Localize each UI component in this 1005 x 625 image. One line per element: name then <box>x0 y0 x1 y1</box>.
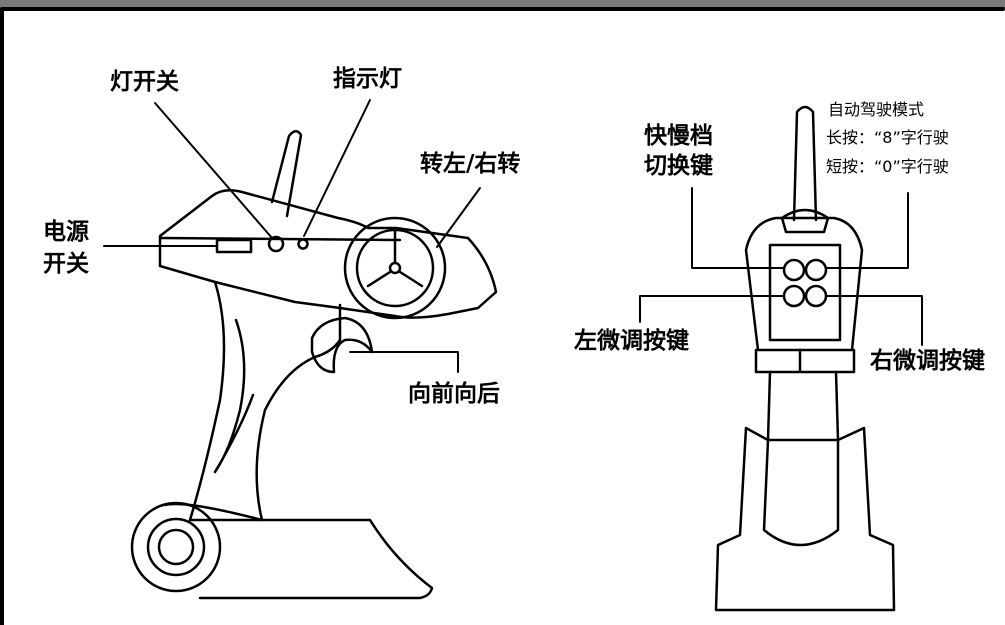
short-press-text: 短按：“0”字行驶 <box>826 157 949 176</box>
steering-wheel-spokes <box>366 230 424 288</box>
light-switch-button <box>267 235 285 253</box>
side-base <box>163 502 434 600</box>
leader-left-trim <box>639 295 785 323</box>
power-switch-slot <box>215 238 253 254</box>
light-switch-label: 灯开关 <box>110 69 179 95</box>
steering-wheel-rim <box>343 216 447 320</box>
steering-wheel-hub <box>388 261 402 275</box>
frame-border <box>0 7 1005 625</box>
speed-switch-label-line2: 切换键 <box>644 153 713 179</box>
long-press-text: 长按：“8”字行驶 <box>826 128 949 147</box>
front-body <box>766 370 840 442</box>
front-antenna-base <box>780 208 830 234</box>
top-frame-band <box>0 0 1005 9</box>
speed-switch-label-line1: 快慢档 <box>644 123 713 149</box>
leader-auto-drive <box>825 192 909 269</box>
auto-mode-title: 自动驾驶模式 <box>828 100 925 119</box>
side-antenna <box>270 130 303 218</box>
forward-backward-label: 向前向后 <box>408 381 500 407</box>
indicator-light <box>297 238 309 250</box>
front-neck <box>754 348 856 374</box>
left-trim-label: 左微调按键 <box>574 328 689 354</box>
side-view-transmitter <box>130 130 498 600</box>
trigger <box>310 316 374 374</box>
leader-right-trim <box>825 295 923 346</box>
front-button-panel <box>768 243 842 342</box>
base-wheel-inner <box>157 528 195 566</box>
right-trim-label: 右微调按键 <box>870 348 985 374</box>
turn-label: 转左/右转 <box>420 151 521 177</box>
front-base-inner <box>762 438 840 547</box>
power-switch-label-line2: 开关 <box>43 251 89 277</box>
grip-inner-curve <box>213 318 255 474</box>
base-wheel-mid <box>146 517 206 577</box>
leader-forward-backward <box>349 351 459 373</box>
side-top-body <box>158 188 498 319</box>
speed-switch-button <box>782 258 806 282</box>
front-head <box>744 216 864 352</box>
left-trim-button <box>782 284 806 308</box>
leader-speed-switch <box>691 187 785 269</box>
leader-indicator <box>303 99 371 237</box>
base-wheel-outer <box>130 501 222 593</box>
front-view-transmitter <box>714 105 896 612</box>
leader-lines <box>103 99 923 373</box>
steering-wheel-inner <box>355 228 435 308</box>
front-antenna <box>792 105 818 222</box>
front-base <box>714 426 896 612</box>
indicator-light-label: 指示灯 <box>333 66 402 92</box>
side-grip <box>188 280 342 522</box>
auto-drive-button <box>804 258 828 282</box>
power-switch-label-line1: 电源 <box>43 219 89 245</box>
right-trim-button <box>804 284 828 308</box>
leader-turn <box>436 187 481 248</box>
leader-light-switch <box>154 102 273 239</box>
